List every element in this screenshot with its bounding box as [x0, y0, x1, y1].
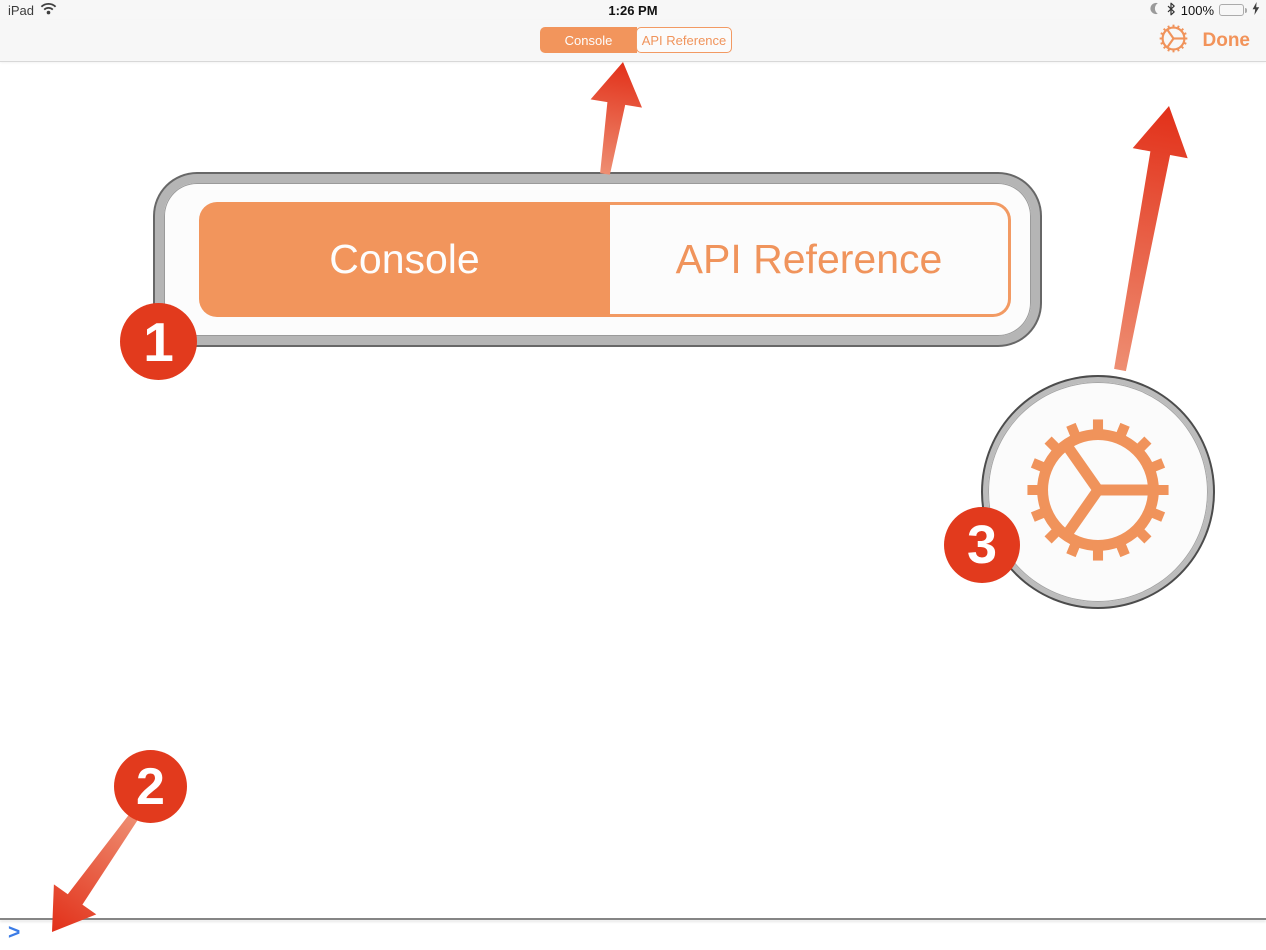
bluetooth-icon [1166, 2, 1176, 19]
magnified-tab-api-reference: API Reference [610, 202, 1011, 317]
status-bar: iPad 1:26 PM 100% [0, 0, 1266, 20]
tab-api-reference[interactable]: API Reference [636, 27, 732, 53]
charging-bolt-icon [1252, 2, 1260, 18]
callout-magnified-gear [983, 377, 1213, 607]
battery-nub [1245, 7, 1247, 13]
wifi-icon [40, 2, 57, 18]
segmented-control: Console API Reference [540, 27, 732, 53]
console-prompt[interactable]: > [8, 921, 21, 944]
arrow-to-console-prompt [52, 812, 140, 932]
arrow-to-segmented-control [590, 62, 642, 175]
console-divider [0, 918, 1266, 920]
status-time: 1:26 PM [608, 2, 658, 18]
carrier-label: iPad [8, 2, 35, 18]
settings-gear-icon[interactable] [1157, 22, 1190, 60]
tab-console[interactable]: Console [540, 27, 637, 53]
nav-bar: Console API Reference Done [0, 20, 1266, 62]
annotation-badge-2: 2 [114, 750, 187, 823]
battery-percent-label: 100% [1180, 2, 1214, 18]
magnified-segmented-control: Console API Reference [199, 202, 1011, 317]
arrow-to-gear-button [1114, 106, 1188, 372]
callout-magnified-segmented-control: Console API Reference [155, 174, 1040, 345]
annotation-badge-3: 3 [944, 507, 1020, 583]
done-button[interactable]: Done [1202, 30, 1251, 51]
battery-icon [1219, 4, 1244, 16]
annotation-badge-1: 1 [120, 303, 197, 380]
magnified-settings-gear-icon [1014, 406, 1182, 579]
do-not-disturb-moon-icon [1148, 2, 1161, 18]
magnified-tab-console: Console [199, 202, 610, 317]
